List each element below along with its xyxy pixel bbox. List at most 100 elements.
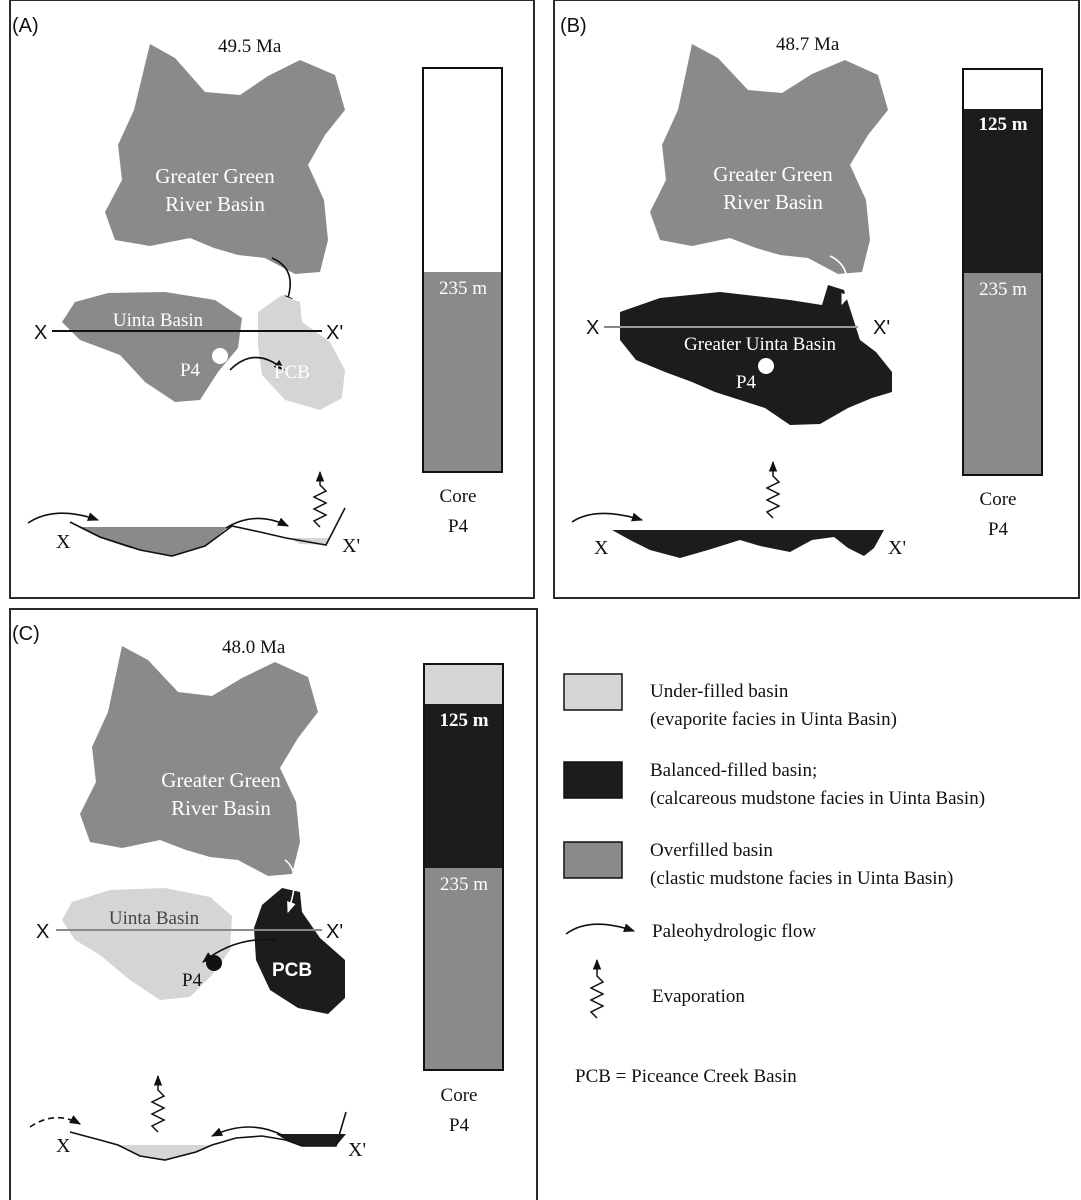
panel-a-core-depth-235: 235 m [439,278,487,299]
panel-a-ggrb-shape [105,44,345,274]
panel-c-core-frame [423,663,504,1071]
panel-c-flow-arrow-to-uinta [202,938,277,963]
panel-a-ggrb-label-1: Greater Green [155,164,275,188]
legend-evaporation-label: Evaporation [652,986,745,1007]
panel-b-core-frame [962,68,1043,476]
panel-a-xs-xprime-label: X' [342,535,360,557]
panel-c-frame [9,608,538,1200]
panel-a-core-underfilled-top [423,68,502,272]
panel-c-core-depth-125: 125 m [439,710,488,731]
panel-a-pcb-label: PCB [274,362,310,383]
panel-a-core-overfilled [423,272,502,472]
panel-b-flow-arrow-ggrb [829,255,850,306]
panel-c-core: 125 m 235 m Core P4 [423,663,504,1136]
panel-b-ggrb-label-1: Greater Green [713,162,833,186]
panel-c-xs-flow-arrow [210,1126,285,1137]
panel-b-x-label: X [586,317,599,339]
legend-balanced-desc: (calcareous mudstone facies in Uinta Bas… [650,788,985,809]
panel-a-xs-flow-arrow-2 [225,517,290,529]
legend-flow-arrow-icon [565,923,636,935]
panel-a-age: 49.5 Ma [218,36,282,57]
legend-evaporation-icon [589,958,605,1019]
panel-b-letter: (B) [560,15,587,37]
panel-b-ggrb-shape [650,44,888,274]
panel-b-core-depth-235: 235 m [979,279,1027,300]
panel-a-letter: (A) [12,15,39,37]
panel-b-core-label: Core [980,489,1017,510]
panel-a: (A) 49.5 Ma Greater Green River Basin X … [9,0,535,599]
legend-overfilled-title: Overfilled basin [650,840,773,861]
panel-c-pcb-shape [254,888,345,1014]
panel-a-core-frame [422,67,503,473]
panel-c-ggrb-label-2: River Basin [171,796,271,820]
panel-b: (B) 48.7 Ma Greater Green River Basin X … [553,0,1080,599]
panel-c-pcb-label: PCB [272,960,312,981]
panel-c-letter: (C) [12,623,40,645]
panel-c-evaporation-icon [150,1074,166,1133]
legend: Under-filled basin (evaporite facies in … [563,673,985,1087]
panel-a-pcb-shape [258,295,345,410]
panel-b-evaporation-icon [765,460,781,519]
panel-c-ggrb-shape [80,646,318,876]
panel-c-core-label: Core [441,1085,478,1106]
panel-c-age: 48.0 Ma [222,637,286,658]
panel-b-frame [553,0,1080,599]
legend-balanced-swatch [563,761,623,799]
legend-underfilled-title: Under-filled basin [650,681,789,702]
panel-a-evaporation-icon [312,470,328,528]
panel-c-xs-flow-arrow-dashed [29,1115,81,1128]
panel-b-greater-uinta-shape [620,285,892,425]
panel-b-well-label: P4 [736,372,757,393]
panel-b-xs-xprime-label: X' [888,537,906,559]
panel-a-xs-uinta-fill [78,527,228,556]
panel-c-xs-xprime-label: X' [348,1139,366,1161]
panel-b-xprime-label: X' [873,317,890,339]
legend-underfilled-desc: (evaporite facies in Uinta Basin) [650,709,897,730]
panel-b-xs-x-label: X [594,537,609,559]
panel-c-x-label: X [36,921,49,943]
panel-b-xs-flow-arrow [571,512,644,523]
legend-pcb-note: PCB = Piceance Creek Basin [575,1066,797,1087]
panel-b-core-depth-125: 125 m [978,114,1027,135]
legend-overfilled-desc: (clastic mudstone facies in Uinta Basin) [650,868,953,889]
panel-b-core-underfilled-top [963,69,1042,109]
panel-c-ggrb-label-1: Greater Green [161,768,281,792]
panel-c-xprime-label: X' [326,921,343,943]
panel-b-cross-section: X X' [571,460,906,559]
panel-b-xs-fill [612,530,884,558]
panel-a-x-label: X [34,322,47,344]
panel-c-xs-profile [69,1111,347,1161]
panel-a-core-well: P4 [448,516,469,537]
panel-b-well-marker [758,358,774,374]
panel-c-core-well: P4 [449,1115,470,1136]
panel-c-core-depth-235: 235 m [440,874,488,895]
legend-flow-label: Paleohydrologic flow [652,921,816,942]
panel-a-xs-profile [69,507,346,557]
panel-a-ggrb-label-2: River Basin [165,192,265,216]
panel-c-core-overfilled [424,868,503,1070]
panel-b-core: 125 m 235 m Core P4 [962,68,1043,540]
panel-a-uinta-label: Uinta Basin [113,310,204,331]
panel-b-core-overfilled [963,273,1042,475]
panel-a-flow-arrow-pcb [229,356,285,371]
panel-c-uinta-shape [62,888,232,1000]
panel-a-frame [9,0,535,599]
panel-a-cross-section: X X' [27,470,360,557]
legend-underfilled-swatch [563,673,623,711]
legend-balanced-title: Balanced-filled basin; [650,760,817,781]
panel-c-core-underfilled-top [424,664,503,704]
panel-a-well-label: P4 [180,360,201,381]
panel-c-xs-x-label: X [56,1135,71,1157]
panel-c-xs-pcb-fill [276,1134,346,1146]
panel-a-uinta-shape [62,292,242,402]
panel-b-ggrb-label-2: River Basin [723,190,823,214]
panel-c: (C) 48.0 Ma Greater Green River Basin X … [9,608,538,1200]
panel-b-basin-label: Greater Uinta Basin [684,334,836,355]
panel-a-well-marker [212,348,228,364]
panel-a-core-label: Core [440,486,477,507]
panel-a-xs-flow-arrow-1 [27,512,100,524]
panel-c-core-balanced [424,704,503,868]
panel-b-age: 48.7 Ma [776,34,840,55]
panel-a-xs-x-label: X [56,531,71,553]
